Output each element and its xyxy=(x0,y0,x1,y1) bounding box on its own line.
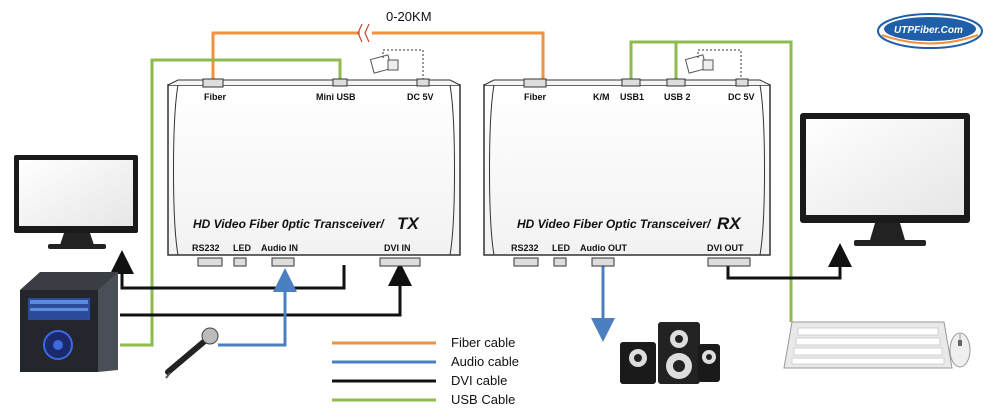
speakers-icon xyxy=(620,322,720,384)
rx-fiber-label: Fiber xyxy=(524,92,547,102)
rx-dc-label: DC 5V xyxy=(728,92,755,102)
rx-unit: Fiber K/M USB1 USB 2 DC 5V HD Video Fibe… xyxy=(483,78,771,267)
rx-dvi-label: DVI OUT xyxy=(707,243,744,253)
usb-cable-rx xyxy=(629,40,793,322)
tx-unit: Fiber Mini USB DC 5V HD Video Fiber 0pti… xyxy=(167,78,461,267)
rx-km-label: K/M xyxy=(593,92,610,102)
legend-label-usb: USB Cable xyxy=(451,392,515,407)
legend: Fiber cable Audio cable DVI cable USB Ca… xyxy=(332,335,519,407)
tx-audio-label: Audio IN xyxy=(261,243,298,253)
rx-usb2-port xyxy=(666,78,686,87)
tx-led xyxy=(233,257,247,267)
rx-audio-label: Audio OUT xyxy=(580,243,627,253)
tx-dc-port xyxy=(416,78,430,87)
logo-text: UTPFiber.Com xyxy=(894,25,963,36)
audio-cable-mic xyxy=(218,268,297,347)
utpfiber-logo: UTPFiber.Com xyxy=(877,13,983,49)
rx-tag: RX xyxy=(717,214,742,233)
tx-mini-usb-port xyxy=(332,78,348,87)
rx-audio-port xyxy=(591,257,615,267)
keyboard-icon xyxy=(783,321,953,369)
legend-label-fiber: Fiber cable xyxy=(451,335,515,350)
fiber-cable xyxy=(372,31,545,80)
microphone-icon xyxy=(165,327,219,379)
tx-dvi-port xyxy=(379,257,421,267)
mouse-icon xyxy=(949,332,971,368)
tx-rs232-label: RS232 xyxy=(192,243,220,253)
rx-usb1-label: USB1 xyxy=(620,92,644,102)
dvi-cable-pc-tx xyxy=(120,262,412,317)
legend-label-dvi: DVI cable xyxy=(451,373,507,388)
tx-dvi-label: DVI IN xyxy=(384,243,411,253)
dvi-cable-rx-monitor xyxy=(726,243,852,280)
dvi-cable-pc-monitor xyxy=(110,250,346,290)
rx-rs232-port xyxy=(513,257,539,267)
monitor-left-icon xyxy=(14,155,138,249)
tx-title: HD Video Fiber 0ptic Transceiver/ xyxy=(193,217,385,231)
usb-cable-tx xyxy=(120,58,342,347)
rx-usb2-label: USB 2 xyxy=(664,92,691,102)
rx-dc-port xyxy=(735,78,749,87)
tx-rs232-port xyxy=(197,257,223,267)
legend-label-audio: Audio cable xyxy=(451,354,519,369)
tx-tag: TX xyxy=(397,214,420,233)
tx-led-label: LED xyxy=(233,243,252,253)
rx-dvi-port xyxy=(707,257,751,267)
rx-fiber-port xyxy=(523,78,547,88)
rx-led-label: LED xyxy=(552,243,571,253)
tx-audio-port xyxy=(271,257,295,267)
rx-usb1-port xyxy=(621,78,641,87)
fiber-cable xyxy=(211,31,360,80)
tx-fiber-port xyxy=(202,78,224,88)
rx-title: HD Video Fiber Optic Transceiver/ xyxy=(517,217,712,231)
pc-tower-icon xyxy=(20,272,118,372)
power-adapter-icon xyxy=(684,49,742,80)
cable-break-mark xyxy=(357,23,370,43)
tx-mini-usb-label: Mini USB xyxy=(316,92,356,102)
tx-dc-label: DC 5V xyxy=(407,92,434,102)
distance-label: 0-20KM xyxy=(386,9,432,24)
power-adapter-icon xyxy=(369,49,424,80)
rx-rs232-label: RS232 xyxy=(511,243,539,253)
tx-fiber-label: Fiber xyxy=(204,92,227,102)
monitor-right-icon xyxy=(800,113,970,246)
rx-led xyxy=(553,257,567,267)
